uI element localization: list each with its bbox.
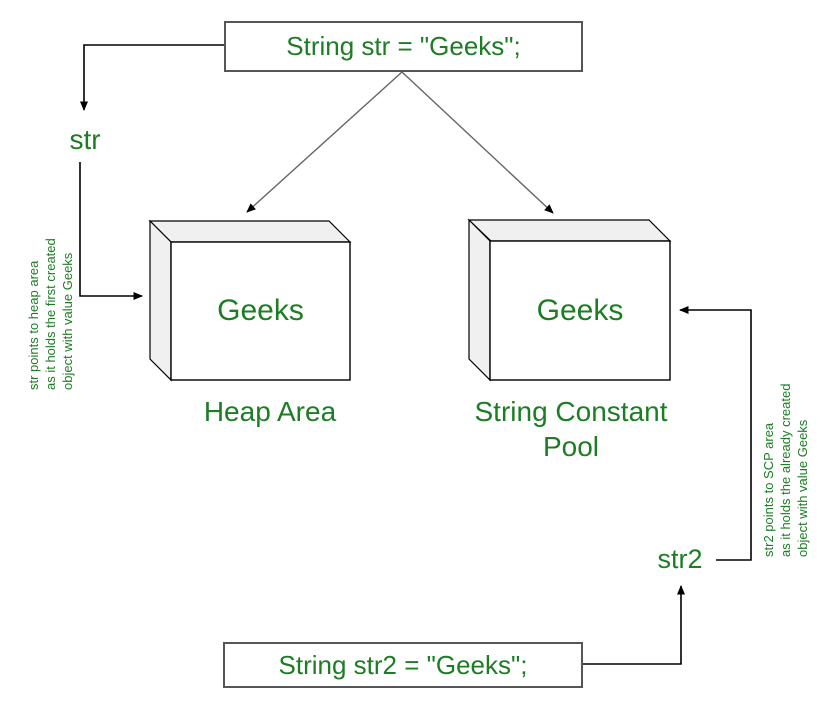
scp-value-label: Geeks (536, 293, 624, 327)
str-to-heap-arrow (79, 162, 143, 300)
right-caption-line3: object with value Geeks (794, 419, 810, 557)
top-declaration-box: String str = "Geeks"; (224, 21, 583, 72)
right-caption-line2: as it holds the already created (777, 383, 793, 557)
bottom-declaration-text: String str2 = "Geeks"; (278, 649, 528, 680)
scp-box-top-face (467, 219, 672, 242)
str2-variable-label: str2 (657, 544, 703, 574)
topbox-to-scp-diagonal-arrow (401, 71, 554, 214)
scp-area-label: String Constant Pool (460, 394, 682, 464)
bottom-declaration-box: String str2 = "Geeks"; (223, 642, 583, 688)
scp-area-label-line1: String Constant (474, 396, 668, 427)
str-variable-label: str (69, 124, 101, 155)
heap-box-left-face (149, 219, 172, 382)
heap-box-front-face (170, 241, 351, 381)
right-caption-line1: str2 points to SCP area (761, 422, 776, 557)
heap-area-label: Heap Area (203, 396, 337, 427)
left-caption-line1: str points to heap area (26, 260, 41, 390)
heap-box-top-face (148, 220, 352, 243)
scp-area-label-line2: Pool (542, 431, 600, 462)
left-caption-line3: object with value Geeks (59, 252, 75, 390)
bottombox-to-str2-arrow (583, 585, 685, 665)
str2-to-scp-arrow (679, 306, 752, 561)
top-declaration-text: String str = "Geeks"; (286, 31, 521, 61)
heap-value-label: Geeks (217, 294, 304, 327)
scp-box-left-face (468, 218, 491, 382)
scp-box-front-face (489, 240, 671, 381)
topbox-to-str-arrow (80, 44, 224, 111)
topbox-to-heap-diagonal-arrow (246, 71, 403, 213)
left-caption: str points to heap area as it holds the … (26, 200, 75, 390)
right-caption: str2 points to SCP area as it holds the … (761, 339, 815, 557)
left-caption-line2: as it holds the first created (42, 238, 58, 390)
